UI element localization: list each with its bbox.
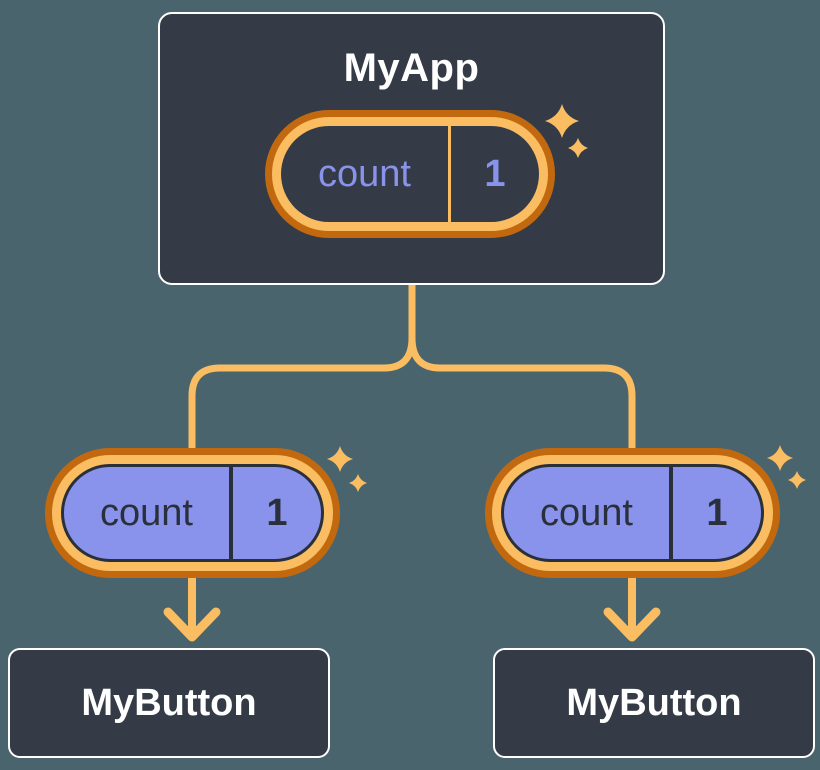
prop-value: 1	[229, 467, 321, 559]
prop-value: 1	[669, 467, 761, 559]
arrow-down-head-right	[603, 607, 661, 642]
fork-connector-left	[188, 280, 416, 456]
right-child-component-title: MyButton	[566, 681, 742, 724]
fork-connector-right	[408, 280, 636, 456]
left-prop-pill: count 1	[45, 448, 340, 578]
root-component-card: MyApp count 1	[158, 12, 665, 285]
root-state-pill-body: count 1	[281, 126, 539, 222]
left-child-component-title: MyButton	[81, 681, 257, 724]
right-prop-pill: count 1	[485, 448, 780, 578]
left-child-component-card: MyButton	[8, 648, 330, 758]
right-prop-pill-body: count 1	[501, 464, 764, 562]
root-component-title: MyApp	[343, 46, 480, 90]
state-value: 1	[448, 126, 539, 222]
prop-name-label: count	[100, 491, 193, 534]
left-prop-pill-body: count 1	[61, 464, 324, 562]
prop-name-label: count	[540, 491, 633, 534]
arrow-down-head-left	[163, 607, 221, 642]
state-name-label: count	[318, 152, 411, 195]
right-child-component-card: MyButton	[493, 648, 815, 758]
root-state-pill: count 1	[265, 110, 555, 238]
